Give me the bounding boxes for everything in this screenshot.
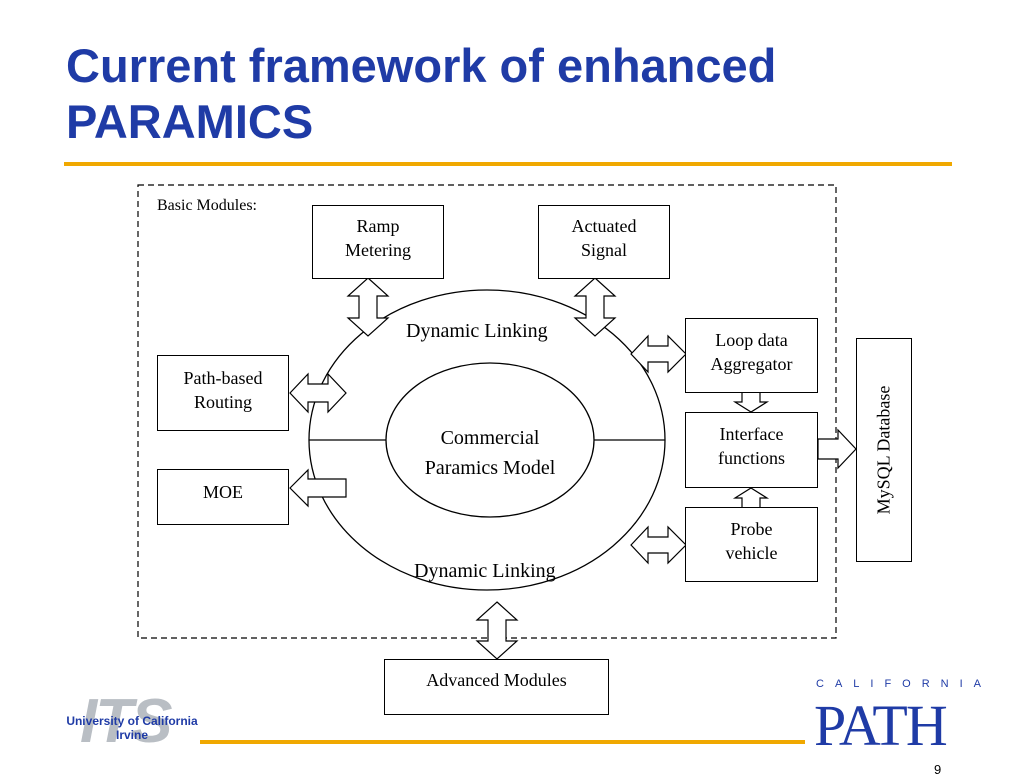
moe-arrow bbox=[289, 468, 347, 508]
moe-box: MOE bbox=[157, 469, 289, 525]
path-based-routing-box: Path-based Routing bbox=[157, 355, 289, 431]
interface-to-mysql-arrow bbox=[817, 428, 857, 470]
mysql-database-label: MySQL Database bbox=[873, 385, 894, 515]
probe-vehicle-line1: Probe bbox=[730, 519, 773, 539]
its-line1: University of California bbox=[66, 714, 198, 728]
page-number: 9 bbox=[934, 762, 942, 777]
probe-to-interface-arrow bbox=[732, 487, 770, 509]
probe-vehicle-line2: vehicle bbox=[725, 543, 778, 563]
core-model-line1: Commercial bbox=[440, 427, 540, 449]
actuated-signal-box: Actuated Signal bbox=[538, 205, 670, 279]
loop-data-aggregator-line2: Aggregator bbox=[710, 354, 793, 374]
mysql-database-box: MySQL Database bbox=[856, 338, 912, 562]
actuated-signal-line1: Actuated bbox=[571, 216, 637, 236]
footer-rule bbox=[200, 740, 805, 744]
probe-vehicle-arrow bbox=[630, 525, 687, 565]
core-model-label: Commercial Paramics Model bbox=[390, 423, 590, 483]
core-circle bbox=[385, 362, 595, 518]
advanced-modules-label: Advanced Modules bbox=[426, 670, 567, 690]
path-california-text: CALIFORNIA bbox=[816, 678, 993, 690]
slide-title: Current framework of enhanced PARAMICS bbox=[66, 39, 777, 148]
ramp-metering-box: Ramp Metering bbox=[312, 205, 444, 279]
moe-label: MOE bbox=[203, 482, 243, 502]
interface-functions-line2: functions bbox=[718, 448, 785, 468]
path-based-routing-line1: Path-based bbox=[183, 368, 263, 388]
basic-modules-label: Basic Modules: bbox=[157, 197, 257, 214]
loop-data-arrow bbox=[630, 334, 687, 374]
aggregator-to-interface-arrow bbox=[732, 391, 770, 413]
uci-its-logo: ITS University of California Irvine bbox=[58, 687, 203, 756]
probe-vehicle-box: Probe vehicle bbox=[685, 507, 818, 582]
path-based-routing-line2: Routing bbox=[193, 392, 252, 412]
actuated-signal-line2: Signal bbox=[580, 240, 627, 260]
interface-functions-box: Interface functions bbox=[685, 412, 818, 488]
dynamic-linking-bottom-label: Dynamic Linking bbox=[414, 560, 556, 582]
california-path-logo: CALIFORNIA PATH bbox=[808, 678, 981, 758]
ramp-metering-arrow bbox=[346, 277, 390, 337]
advanced-modules-box: Advanced Modules bbox=[384, 659, 609, 715]
routing-arrow bbox=[289, 372, 347, 414]
ramp-metering-line1: Ramp bbox=[356, 216, 400, 236]
title-underline bbox=[64, 162, 952, 166]
core-model-line2: Paramics Model bbox=[424, 457, 556, 479]
its-line2: Irvine bbox=[115, 728, 148, 742]
basic-modules-frame bbox=[137, 184, 837, 639]
its-mark: ITS bbox=[80, 687, 172, 756]
interface-functions-line1: Interface bbox=[719, 424, 784, 444]
ramp-metering-line2: Metering bbox=[345, 240, 411, 260]
dynamic-linking-top-label: Dynamic Linking bbox=[406, 320, 548, 342]
its-institution: University of California Irvine bbox=[62, 714, 202, 742]
advanced-modules-arrow bbox=[475, 601, 519, 660]
actuated-signal-arrow bbox=[573, 277, 617, 337]
loop-data-aggregator-line1: Loop data bbox=[715, 330, 788, 350]
loop-data-aggregator-box: Loop data Aggregator bbox=[685, 318, 818, 393]
path-wordmark: PATH bbox=[814, 693, 948, 758]
